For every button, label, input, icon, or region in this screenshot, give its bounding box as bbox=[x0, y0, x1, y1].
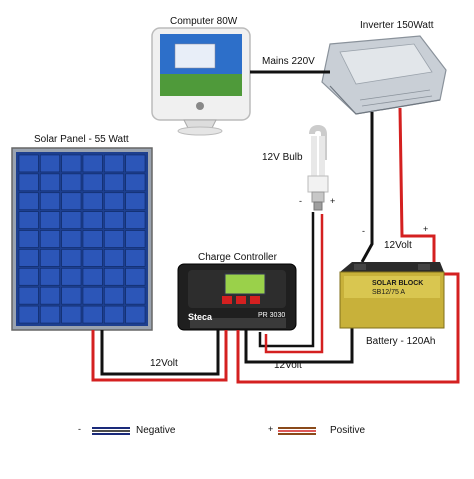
battery-model: SB12/75 A bbox=[372, 289, 406, 296]
battery-negative-sign: - bbox=[362, 226, 365, 236]
solar-cell bbox=[40, 305, 60, 324]
solar-cell bbox=[61, 268, 82, 286]
solar-cell bbox=[104, 192, 124, 210]
controller-brand: Steca bbox=[188, 312, 213, 322]
solar-cell bbox=[18, 173, 39, 192]
solar-cell bbox=[82, 173, 103, 192]
controller-model: PR 3030 bbox=[258, 312, 286, 319]
solar-cell bbox=[82, 230, 103, 248]
bulb-pos-wire bbox=[264, 214, 324, 354]
solar-cell bbox=[82, 192, 103, 210]
legend-positive-sign: + bbox=[268, 424, 274, 434]
solar-cell bbox=[82, 286, 103, 305]
solar-cell bbox=[40, 249, 60, 267]
solar-cell bbox=[40, 173, 60, 192]
battery-label: Battery - 120Ah bbox=[366, 336, 436, 347]
solar-cell bbox=[40, 286, 60, 305]
solar-cell bbox=[104, 211, 124, 229]
solar-cell bbox=[61, 192, 82, 210]
solar-cell bbox=[82, 268, 103, 286]
bulb-positive-sign: + bbox=[330, 196, 336, 206]
bulb-negative-sign: - bbox=[299, 196, 302, 206]
solar-cell bbox=[40, 154, 60, 173]
solar-cell bbox=[125, 211, 146, 229]
solar-cell bbox=[40, 268, 60, 286]
bulb-label: 12V Bulb bbox=[262, 152, 303, 163]
battery-volt-label: 12Volt bbox=[384, 240, 412, 251]
solar-cell bbox=[104, 286, 124, 305]
solar-cell bbox=[125, 249, 146, 267]
solar-cell bbox=[18, 268, 39, 286]
solar-cell bbox=[125, 173, 146, 192]
solar-panel-label: Solar Panel - 55 Watt bbox=[34, 134, 129, 145]
solar-cell bbox=[125, 192, 146, 210]
computer-icon bbox=[151, 27, 251, 136]
legend-positive-line bbox=[278, 427, 316, 435]
solar-cell bbox=[82, 305, 103, 324]
solar-cell bbox=[61, 230, 82, 248]
solar-cell bbox=[125, 268, 146, 286]
solar-cell bbox=[104, 249, 124, 267]
battery-pos-wire bbox=[236, 272, 460, 384]
solar-cell bbox=[104, 305, 124, 324]
panel-pos-wire bbox=[91, 330, 228, 382]
solar-cell bbox=[61, 154, 82, 173]
solar-panel-icon bbox=[11, 147, 153, 331]
solar-cell bbox=[125, 286, 146, 305]
inverter-neg-wire bbox=[360, 112, 374, 263]
legend-negative-label: Negative bbox=[136, 425, 176, 436]
solar-cell bbox=[125, 230, 146, 248]
inverter-label: Inverter 150Watt bbox=[360, 20, 434, 31]
solar-cell bbox=[40, 230, 60, 248]
battery-brand: SOLAR BLOCK bbox=[372, 280, 424, 287]
battery-icon bbox=[339, 262, 445, 329]
inverter-icon bbox=[321, 35, 447, 115]
solar-cell bbox=[104, 154, 124, 173]
inverter-pos-wire bbox=[398, 107, 436, 276]
solar-cell bbox=[125, 154, 146, 173]
solar-cell bbox=[104, 173, 124, 192]
charge-controller-label: Charge Controller bbox=[198, 252, 277, 263]
solar-cell bbox=[104, 230, 124, 248]
solar-cell bbox=[104, 268, 124, 286]
legend-positive-label: Positive bbox=[330, 425, 366, 436]
legend-negative-sign: - bbox=[78, 424, 81, 434]
solar-cell bbox=[82, 211, 103, 229]
bulb-neg-wire bbox=[258, 212, 315, 348]
solar-cell bbox=[18, 230, 39, 248]
solar-cell bbox=[40, 211, 60, 229]
bulb-volt-label: 12Volt bbox=[274, 360, 302, 371]
solar-cell bbox=[61, 305, 82, 324]
solar-cell bbox=[61, 249, 82, 267]
solar-cell bbox=[18, 286, 39, 305]
solar-cell bbox=[61, 286, 82, 305]
bulb-icon bbox=[307, 124, 329, 211]
panel-volt-label: 12Volt bbox=[150, 358, 178, 369]
solar-cell bbox=[18, 192, 39, 210]
mains-label: Mains 220V bbox=[262, 56, 315, 67]
charge-controller-icon bbox=[177, 263, 297, 331]
solar-cell bbox=[18, 154, 39, 173]
solar-cell bbox=[82, 249, 103, 267]
legend-negative-line bbox=[92, 427, 130, 435]
solar-cell bbox=[18, 211, 39, 229]
solar-cell bbox=[82, 154, 103, 173]
solar-cell bbox=[40, 192, 60, 210]
solar-cell bbox=[18, 249, 39, 267]
panel-neg-wire bbox=[100, 330, 220, 376]
computer-label: Computer 80W bbox=[170, 16, 238, 27]
solar-cell bbox=[18, 305, 39, 324]
solar-cells bbox=[18, 154, 146, 324]
solar-cell bbox=[61, 173, 82, 192]
solar-cell bbox=[61, 211, 82, 229]
solar-cell bbox=[125, 305, 146, 324]
battery-positive-sign: + bbox=[423, 224, 429, 234]
